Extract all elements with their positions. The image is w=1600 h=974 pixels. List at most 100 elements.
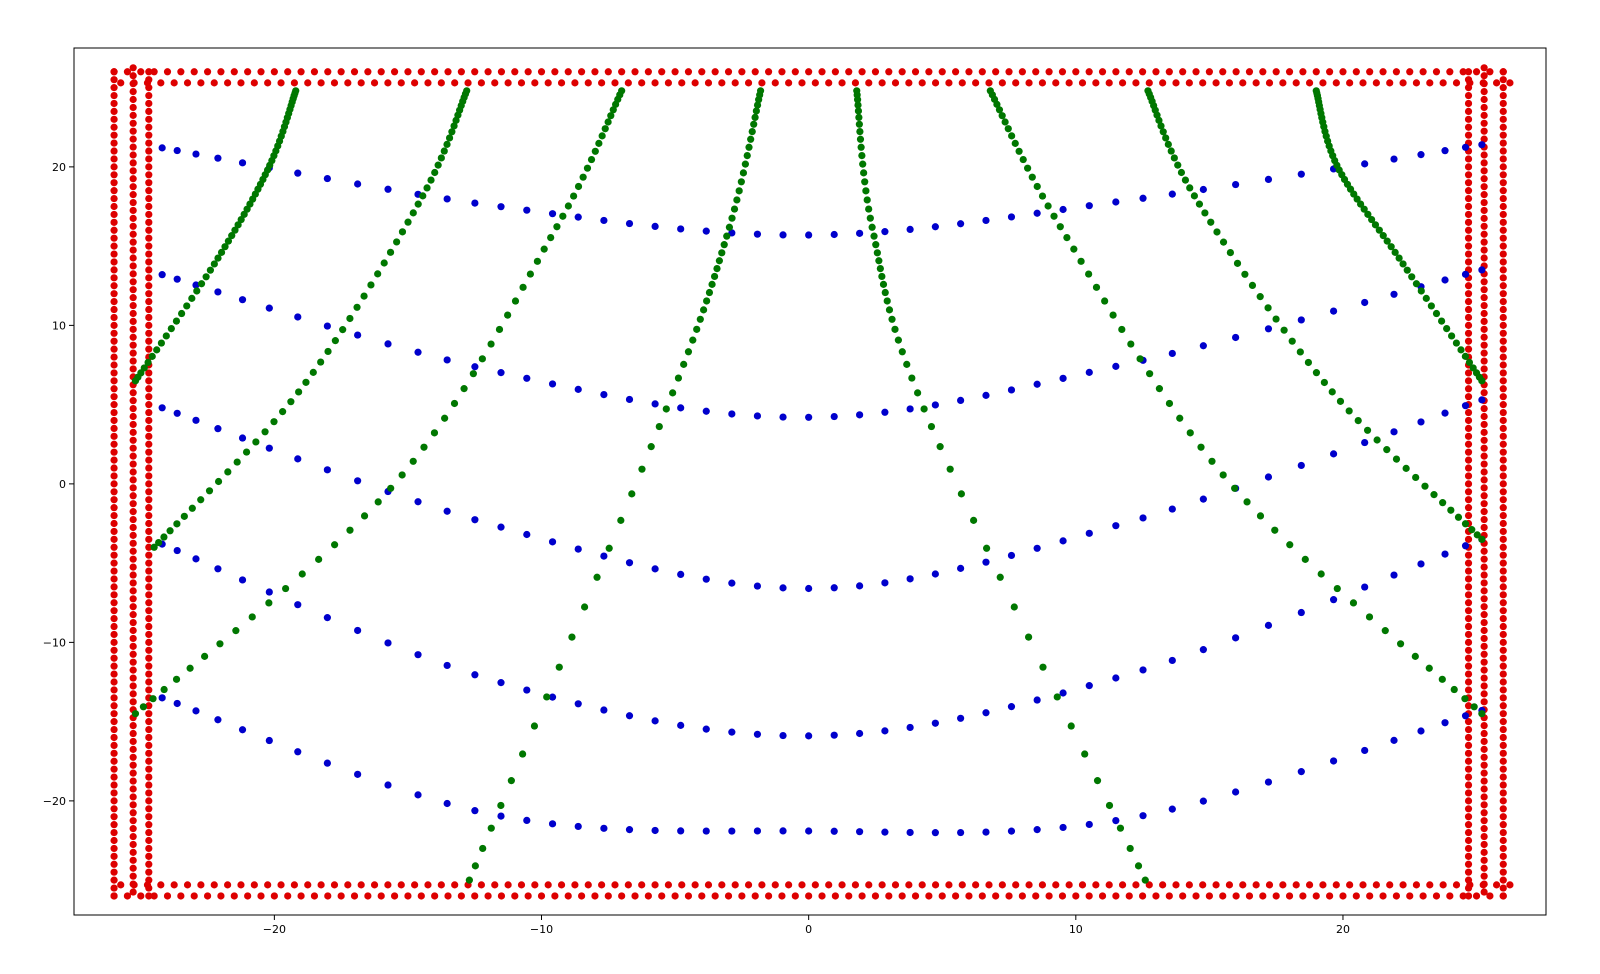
boundary-point xyxy=(1480,690,1488,698)
boundary-point xyxy=(1464,781,1473,789)
boundary-point xyxy=(571,79,579,87)
boundary-point xyxy=(145,163,153,171)
boundary-point xyxy=(1192,892,1200,900)
boundary-point xyxy=(129,484,137,492)
boundary-point xyxy=(1464,638,1473,646)
boundary-point xyxy=(217,892,225,900)
boundary-point xyxy=(1012,881,1020,889)
boundary-point xyxy=(110,250,118,258)
green-curve-point xyxy=(1371,221,1380,229)
boundary-point xyxy=(145,250,153,258)
green-curve-point xyxy=(1025,633,1033,641)
blue-curve-point xyxy=(1461,270,1470,278)
boundary-point xyxy=(1464,226,1473,234)
boundary-point xyxy=(1464,115,1473,123)
green-curve-point xyxy=(149,695,157,703)
boundary-point xyxy=(1172,881,1180,889)
green-curve-point xyxy=(1126,844,1134,853)
blue-curve-point xyxy=(830,827,838,835)
blue-curve-point xyxy=(1112,522,1120,530)
boundary-point xyxy=(1205,68,1213,76)
green-curve-point xyxy=(1443,325,1451,333)
boundary-point xyxy=(129,698,137,706)
boundary-point xyxy=(1464,218,1473,226)
boundary-point xyxy=(110,535,118,543)
boundary-point xyxy=(885,68,893,76)
boundary-point xyxy=(825,881,833,889)
boundary-point xyxy=(1112,68,1120,76)
boundary-point xyxy=(477,79,485,87)
boundary-point xyxy=(1352,68,1360,76)
boundary-point xyxy=(1025,881,1033,889)
boundary-point xyxy=(1480,745,1488,753)
boundary-point xyxy=(304,79,312,87)
blue-curve-point xyxy=(1007,386,1016,394)
blue-curve-point xyxy=(294,748,302,756)
boundary-point xyxy=(110,416,118,425)
boundary-point xyxy=(310,68,319,76)
boundary-point xyxy=(1464,622,1473,631)
boundary-point xyxy=(1464,789,1473,797)
boundary-point xyxy=(1464,615,1473,623)
blue-curve-point xyxy=(1085,368,1093,376)
boundary-point xyxy=(497,892,506,900)
boundary-point xyxy=(1499,583,1507,591)
blue-curve-point xyxy=(1478,141,1486,149)
boundary-point xyxy=(1379,892,1387,900)
boundary-point xyxy=(1480,389,1488,397)
boundary-point xyxy=(129,278,137,286)
boundary-point xyxy=(1132,79,1140,87)
green-curve-point xyxy=(878,272,886,281)
boundary-point xyxy=(738,68,746,76)
x-tick-label: 0 xyxy=(805,923,812,936)
boundary-point xyxy=(129,500,137,508)
boundary-point xyxy=(145,773,153,781)
green-curve-point xyxy=(434,161,442,169)
boundary-point xyxy=(1464,773,1473,781)
blue-curve-point xyxy=(1297,768,1305,776)
boundary-point xyxy=(1464,884,1473,892)
boundary-point xyxy=(110,662,118,670)
boundary-point xyxy=(624,881,632,889)
boundary-point xyxy=(129,349,137,357)
boundary-point xyxy=(711,892,719,900)
boundary-point xyxy=(811,881,819,889)
green-curve-point xyxy=(693,325,701,333)
boundary-point xyxy=(110,448,118,456)
boundary-point xyxy=(110,781,118,789)
boundary-point xyxy=(1464,836,1473,845)
green-curve-point xyxy=(873,249,881,257)
boundary-point xyxy=(1480,880,1488,888)
blue-curve-point xyxy=(753,827,762,835)
boundary-point xyxy=(1480,785,1488,793)
boundary-point xyxy=(1499,622,1507,631)
green-curve-point xyxy=(957,490,966,498)
boundary-point xyxy=(557,881,566,889)
green-curve-point xyxy=(607,112,615,120)
green-curve-point xyxy=(398,228,407,236)
blue-curve-point xyxy=(1390,428,1398,436)
boundary-point xyxy=(110,424,118,432)
boundary-point xyxy=(1265,881,1274,889)
green-curve-point xyxy=(638,465,646,473)
boundary-point xyxy=(417,68,425,76)
boundary-point xyxy=(1366,68,1374,76)
green-curve-point xyxy=(737,178,745,186)
green-curve-point xyxy=(601,125,609,133)
blue-curve-point xyxy=(1168,656,1176,665)
boundary-point xyxy=(1499,702,1507,710)
boundary-point xyxy=(1480,515,1488,524)
boundary-point xyxy=(1052,881,1060,889)
green-curve-point xyxy=(1092,283,1101,291)
boundary-point xyxy=(110,298,118,306)
boundary-point xyxy=(1432,892,1441,900)
green-curve-point xyxy=(1028,173,1036,181)
boundary-point xyxy=(129,270,137,278)
boundary-point xyxy=(110,147,118,155)
boundary-point xyxy=(1464,828,1473,837)
boundary-point xyxy=(110,171,118,179)
boundary-point xyxy=(1480,365,1488,373)
green-curve-point xyxy=(854,107,863,115)
green-curve-point xyxy=(861,178,869,186)
green-curve-point xyxy=(1219,471,1227,479)
